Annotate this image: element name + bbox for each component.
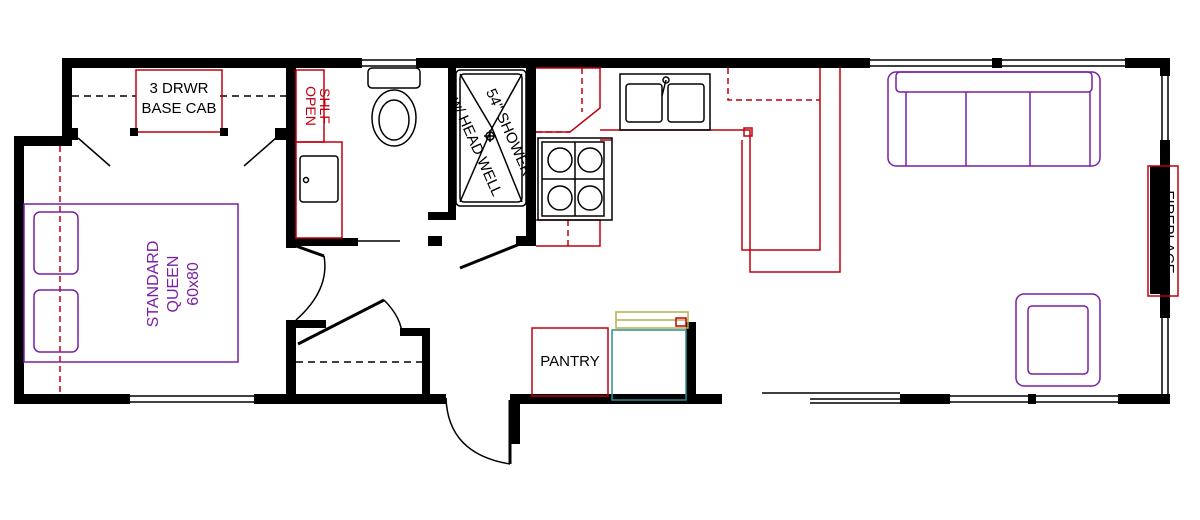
wall-right-fireplace xyxy=(1160,140,1170,318)
open-shelf-label-1: OPEN xyxy=(303,86,319,126)
shower-inner xyxy=(459,73,523,203)
armchair-seat xyxy=(1027,305,1089,375)
wall-fridge-right xyxy=(686,322,696,404)
kitchen-sink xyxy=(619,73,711,131)
closet-door-right xyxy=(243,137,277,167)
bathroom: OPEN SHLF 54" SHOWER w/ HEAD WELL xyxy=(295,67,536,239)
toilet-tank xyxy=(367,67,421,89)
wall-left-step xyxy=(14,136,72,146)
shower-wall-right xyxy=(526,64,536,246)
closet-lower-swing xyxy=(383,299,403,337)
pantry-label: PANTRY xyxy=(540,353,599,370)
counter-main xyxy=(600,68,841,273)
open-shelf-label: OPEN SHLF xyxy=(303,86,333,126)
base-cab-post-l xyxy=(130,128,138,136)
interior-walls xyxy=(68,58,696,404)
sofa xyxy=(887,71,1101,167)
queen-bed xyxy=(23,203,239,363)
fridge-handle xyxy=(675,317,687,327)
open-shelf-label-2: SHLF xyxy=(317,88,333,124)
exterior-walls xyxy=(14,58,1170,444)
bedroom: 3 DRWR BASE CAB STANDARD QUEEN 60x80 xyxy=(23,69,422,394)
vanity-sink xyxy=(299,155,339,203)
burner-4 xyxy=(577,185,603,211)
closet-post-left xyxy=(68,128,78,140)
fireplace xyxy=(1150,166,1160,294)
vanity xyxy=(295,141,343,239)
wall-right-upper xyxy=(1160,58,1170,76)
doors xyxy=(77,137,521,465)
entry-door-swing xyxy=(445,397,511,465)
shower-slope-2 xyxy=(459,126,523,203)
wall-bottom-post xyxy=(1028,394,1036,404)
sink-basin-left xyxy=(625,83,663,123)
bed-label-1: STANDARD xyxy=(145,241,162,328)
wall-top-right xyxy=(1125,58,1170,68)
living-room: FIREPLACE xyxy=(887,71,1179,387)
wall-bedroom-bath xyxy=(286,58,296,248)
wall-bottom-right-2 xyxy=(1118,394,1170,404)
shower-wall-jamb xyxy=(428,236,442,246)
counter-post xyxy=(743,127,753,137)
base-cab-post-r xyxy=(220,128,228,136)
wall-top-post xyxy=(992,58,1002,68)
wall-closet-right-v xyxy=(422,328,430,404)
wall-left xyxy=(14,136,24,402)
kitchen: PANTRY xyxy=(531,67,841,401)
base-cab-label-2: BASE CAB xyxy=(141,100,216,117)
toilet-seat xyxy=(378,99,410,141)
closet-post-right xyxy=(275,128,287,140)
counter-upper xyxy=(536,67,601,133)
burner-3 xyxy=(547,185,573,211)
pantry xyxy=(531,327,609,397)
counter-dash-top xyxy=(727,68,820,101)
wall-left-upper xyxy=(62,58,72,142)
closet-door-left xyxy=(77,137,111,167)
vanity-drain xyxy=(302,176,310,184)
wall-top-mid xyxy=(416,58,870,68)
bath-door-swing xyxy=(295,255,326,321)
wall-top-left xyxy=(62,58,362,68)
wall-bottom-left xyxy=(14,394,130,404)
wall-closet-top xyxy=(286,320,326,328)
shower-wall-left xyxy=(448,64,456,216)
pillow-bottom xyxy=(33,289,79,353)
toilet-bowl xyxy=(371,89,417,147)
burner-2 xyxy=(577,147,603,173)
fireplace-box xyxy=(1147,165,1179,297)
bed-label: STANDARD QUEEN 60x80 xyxy=(145,241,202,328)
shower-door xyxy=(459,242,521,270)
wall-bottom-right-1 xyxy=(900,394,950,404)
bed-label-3: 60x80 xyxy=(185,262,202,306)
sofa-back xyxy=(895,71,1093,93)
wall-bottom-mid xyxy=(254,394,446,404)
shower-wall-jamb-r xyxy=(516,236,536,246)
shower xyxy=(455,69,527,207)
closet-lower-door xyxy=(297,298,385,346)
wall-bottom-kitchen xyxy=(510,394,722,404)
wall-bedroom-lower xyxy=(286,320,296,404)
bed-label-2: QUEEN xyxy=(165,256,182,313)
faucet-spout xyxy=(661,79,667,97)
pillow-top xyxy=(33,211,79,275)
wall-bath-bottom xyxy=(286,238,358,246)
wall-closet-right xyxy=(400,328,430,336)
base-cab xyxy=(135,69,223,133)
shower-wall-bottom-left xyxy=(428,212,456,220)
counter-inner xyxy=(600,68,821,251)
wall-bottom-door-jamb xyxy=(510,394,520,444)
bath-door-leaf xyxy=(295,244,325,258)
fridge xyxy=(611,329,687,401)
sink-basin-right xyxy=(667,83,705,123)
fireplace-label: FIREPLACE xyxy=(1160,190,1177,273)
burner-1 xyxy=(547,147,573,173)
base-cab-label-1: 3 DRWR xyxy=(150,80,209,97)
armchair xyxy=(1015,293,1101,387)
range xyxy=(537,137,613,221)
